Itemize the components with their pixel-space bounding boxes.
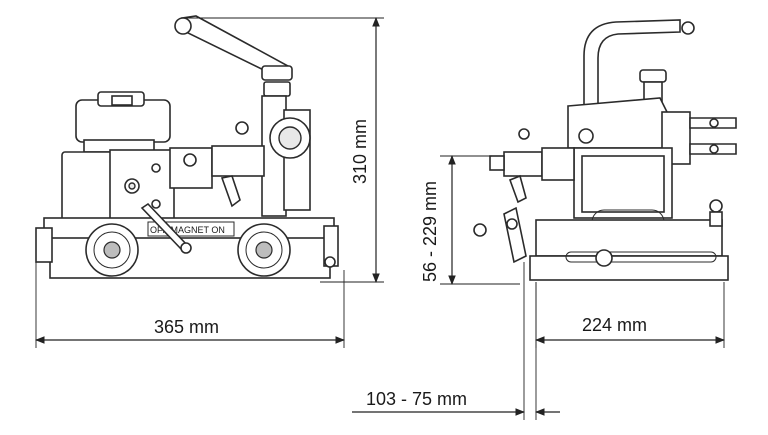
magnet-switch-label: OFF MAGNET ON (150, 225, 225, 235)
height-label: 310 mm (350, 119, 370, 184)
width-left-label: 365 mm (154, 317, 219, 337)
machine-side-view (473, 19, 737, 281)
dimension-width-left: 365 mm (35, 262, 345, 348)
offset-label: 103 - 75 mm (366, 389, 467, 409)
dimension-range-height: 56 - 229 mm (420, 155, 520, 285)
dimension-width-right: 224 mm (535, 282, 725, 348)
machine-front-view: OFF MAGNET ON (35, 15, 339, 279)
range-height-label: 56 - 229 mm (420, 181, 440, 282)
dimension-height: 310 mm (186, 17, 384, 283)
dimension-offset: 103 - 75 mm (352, 262, 560, 420)
width-right-label: 224 mm (582, 315, 647, 335)
